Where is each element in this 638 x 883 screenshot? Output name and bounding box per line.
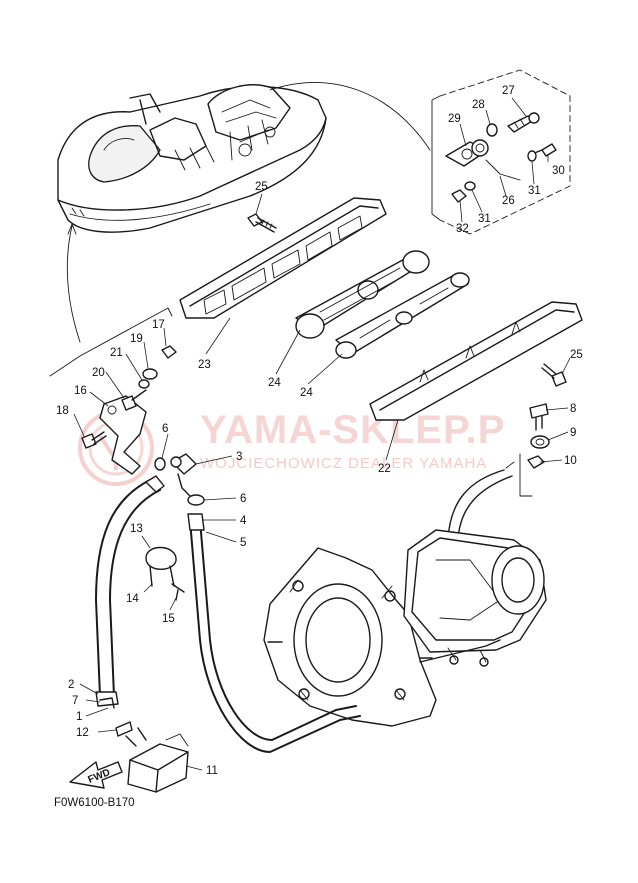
part-25-bolt-lower [541,363,567,387]
part-23-grille [179,197,387,319]
part-7-clip [99,697,115,709]
label-27: 27 [502,85,515,97]
label-29: 29 [448,113,461,125]
part-22-grille [369,301,583,421]
label-3: 3 [236,451,242,463]
watermark-brand: YAMA-SKLEP.P [200,408,505,452]
label-11: 11 [206,765,218,777]
part-15-clip [171,583,185,601]
label-20: 20 [92,367,105,379]
part-2-hose [95,475,165,707]
label-12: 12 [76,727,89,739]
part-3-fitting [170,453,197,497]
label-25-lower: 25 [570,349,583,361]
part-19-washer [142,368,158,380]
label-19: 19 [130,333,143,345]
label-28: 28 [472,99,485,111]
watermark-subtitle: WOJCIECHOWICZ DEALER YAMAHA [200,455,487,472]
part-13-clamp [145,546,177,587]
label-2: 2 [68,679,74,691]
label-23: 23 [198,359,211,371]
part-21-washer [138,379,150,389]
part-17-nut [161,345,177,359]
label-9: 9 [570,427,576,439]
pointer-line-inset [269,82,431,151]
part-20-bolt [121,389,147,411]
label-8: 8 [570,403,576,415]
part-24-bar-lower [335,272,470,359]
part-9-washer [530,435,550,449]
label-25-upper: 25 [255,181,268,193]
label-1: 1 [76,711,82,723]
label-15: 15 [162,613,175,625]
label-6-lower: 6 [240,493,246,505]
label-5: 5 [240,537,246,549]
pointer-arrow-hull [66,225,81,343]
part-18-bolt [81,431,107,449]
watermark: YAMA-SKLEP.P WOJCIECHOWICZ DEALER YAMAHA [78,408,505,486]
label-18: 18 [56,405,69,417]
label-26: 26 [502,195,515,207]
label-30: 30 [552,165,565,177]
label-24-lower: 24 [300,387,313,399]
part-labels: 25 27 28 29 30 26 31 31 32 23 24 24 22 2… [56,85,583,777]
label-16: 16 [74,385,87,397]
label-6-upper: 6 [162,423,168,435]
part-24-bar-upper [295,250,430,339]
label-14: 14 [126,593,139,605]
label-31-right: 31 [528,185,541,197]
inset-box [431,69,571,235]
part-5-hose [187,513,361,753]
diagram-code: F0W6100-B170 [54,797,135,809]
label-13: 13 [130,523,143,535]
label-31-left: 31 [478,213,491,225]
label-4: 4 [240,515,247,527]
label-32: 32 [456,223,469,235]
jet-pump-housing [263,469,547,727]
part-25-bolt-upper [247,213,277,233]
part-10-nut [505,453,545,497]
label-17: 17 [152,319,165,331]
label-22: 22 [378,463,391,475]
part-11-box [125,727,189,793]
label-7: 7 [72,695,78,707]
label-24-upper: 24 [268,377,281,389]
watercraft-illustration [57,84,327,233]
leader-lines [73,97,571,771]
part-8-plug [529,403,549,431]
forward-direction-indicator: FWD [69,761,123,789]
part-16-bracket [99,395,147,475]
part-4-joint [187,513,205,531]
part-12-connector [115,721,133,737]
label-10: 10 [564,455,577,467]
label-21: 21 [110,347,123,359]
